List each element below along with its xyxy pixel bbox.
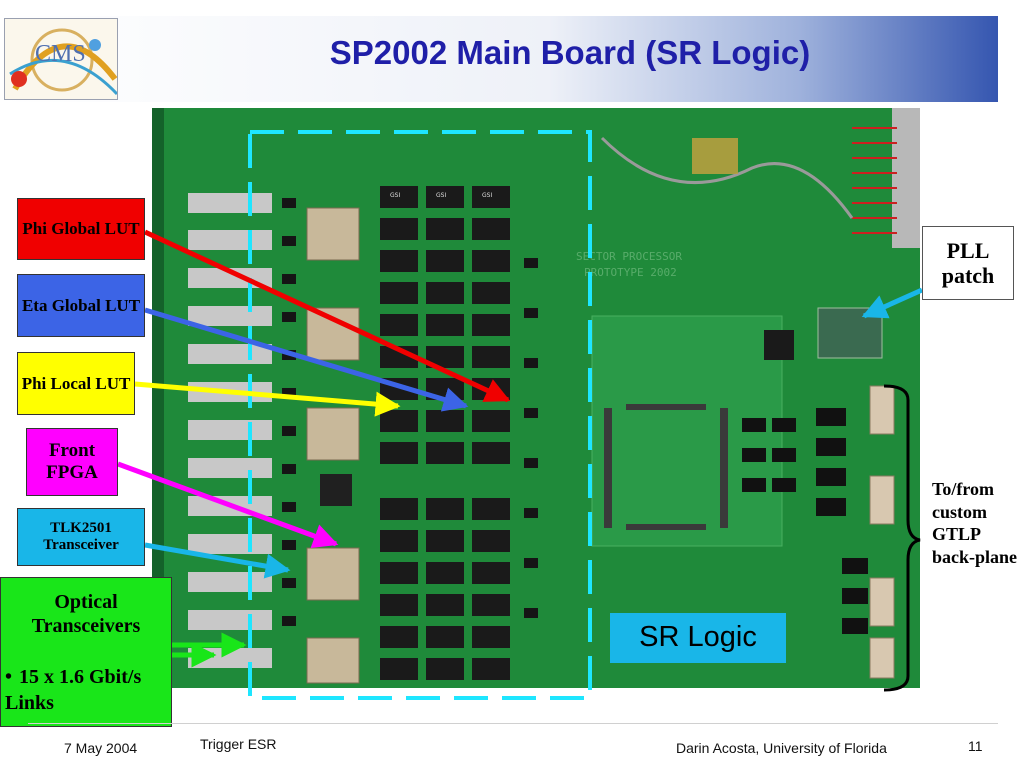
bullet-icon: • [5, 666, 13, 688]
backplane-label: To/from custom GTLP back-plane [932, 479, 1018, 567]
phi-local-arrow [134, 381, 401, 417]
silkscreen-line1: SECTOR PROCESSOR [576, 250, 682, 263]
eta-global-lut-label: Eta Global LUT [17, 274, 145, 337]
footer-divider [28, 723, 998, 724]
chip-label: GSI [482, 192, 492, 199]
lut-memory-grid [380, 186, 510, 680]
optical-transceivers-label: Optical Transceivers •15 x 1.6 Gbit/s Li… [0, 577, 172, 727]
phi-global-arrow [143, 229, 511, 403]
header-band [0, 16, 998, 102]
front-fpga-label: Front FPGA [26, 428, 118, 496]
optical-bullet-text: 15 x 1.6 Gbit/s Links [5, 666, 142, 714]
cms-logo: CMS [4, 18, 118, 100]
front-fpga-arrow [117, 461, 339, 548]
sr-logic-outline [248, 130, 592, 700]
footer-author: Darin Acosta, University of Florida [676, 740, 887, 756]
backplane-bracket [883, 384, 921, 692]
tlk2501-arrow [144, 542, 291, 579]
eta-global-arrow [144, 307, 469, 412]
slide-title: SP2002 Main Board (SR Logic) [329, 34, 811, 71]
chip-label: GSI [436, 192, 446, 199]
phi-local-lut-label: Phi Local LUT [17, 352, 135, 415]
logo-text: CMS [35, 41, 86, 67]
pll-patch-label: PLL patch [922, 226, 1014, 300]
pll-arrow [861, 287, 924, 319]
optical-title: Optical Transceivers [31, 591, 141, 637]
chip-label: GSI [390, 192, 400, 199]
phi-global-lut-label: Phi Global LUT [17, 198, 145, 260]
sr-logic-label: SR Logic [610, 613, 786, 663]
silkscreen-line2: PROTOTYPE 2002 [584, 266, 677, 279]
tlk2501-transceiver-label: TLK2501 Transceiver [17, 508, 145, 566]
optical-bullet: •15 x 1.6 Gbit/s Links [5, 664, 171, 716]
footer-event: Trigger ESR [200, 736, 277, 752]
footer-date: 7 May 2004 [64, 740, 138, 756]
footer-page-number: 11 [968, 738, 983, 754]
